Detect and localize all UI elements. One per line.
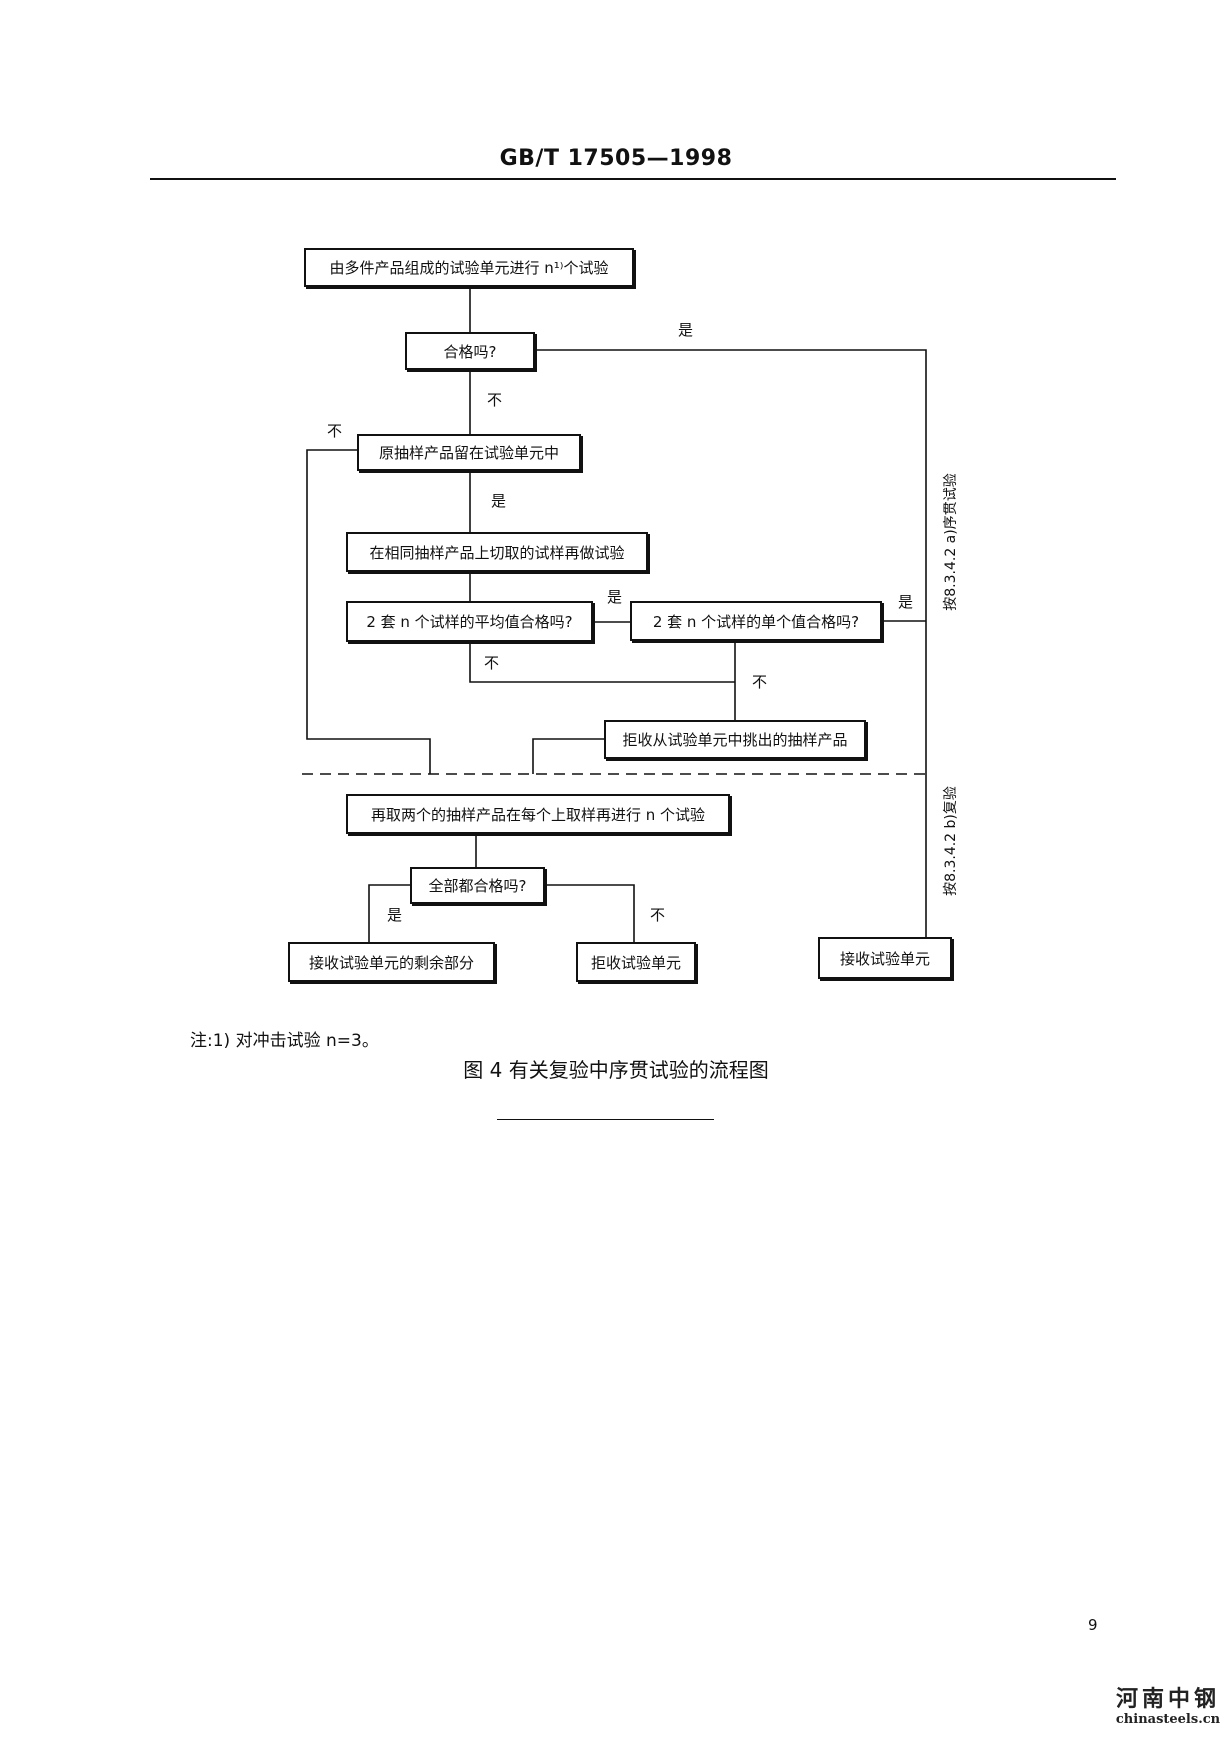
label-yes-average: 是 bbox=[607, 588, 623, 606]
footnote: 注:1) 对冲击试验 n=3。 bbox=[190, 1031, 379, 1051]
box-reject-sample: 拒收从试验单元中挑出的抽样产品 bbox=[604, 720, 866, 759]
connector-reject-retake bbox=[532, 738, 604, 774]
label-no-loop: 不 bbox=[327, 422, 343, 440]
box-retest: 在相同抽样产品上切取的试样再做试验 bbox=[346, 532, 648, 572]
box-single-question: 2 套 n 个试样的单个值合格吗? bbox=[630, 601, 882, 641]
connector-allpass-yes bbox=[368, 884, 410, 942]
standard-number: GB/T 17505—1998 bbox=[499, 146, 733, 171]
connector-allpass-no bbox=[545, 884, 635, 942]
figure-caption: 图 4 有关复验中序贯试验的流程图 bbox=[463, 1058, 769, 1082]
label-yes-single: 是 bbox=[898, 593, 914, 611]
connector-pass-yes bbox=[535, 349, 927, 937]
box-all-pass-question: 全部都合格吗? bbox=[410, 867, 545, 904]
watermark-url: chinasteels.cn bbox=[1115, 1712, 1221, 1727]
box-average-question: 2 套 n 个试样的平均值合格吗? bbox=[346, 601, 593, 642]
caption-rule bbox=[497, 1119, 714, 1120]
box-retake: 再取两个的抽样产品在每个上取样再进行 n 个试验 bbox=[346, 794, 730, 834]
box-accept-remainder: 接收试验单元的剩余部分 bbox=[288, 942, 495, 982]
box-reject-unit: 拒收试验单元 bbox=[576, 942, 696, 982]
label-no-average: 不 bbox=[484, 654, 500, 672]
box-pass-question: 合格吗? bbox=[405, 332, 535, 370]
connector-loop-keep bbox=[306, 449, 431, 774]
box-accept-unit: 接收试验单元 bbox=[818, 937, 952, 979]
connector-avg-no bbox=[469, 642, 735, 683]
box-keep-sample: 原抽样产品留在试验单元中 bbox=[357, 434, 581, 471]
header-rule bbox=[150, 178, 1116, 180]
box-start: 由多件产品组成的试验单元进行 n¹⁾个试验 bbox=[304, 248, 634, 287]
label-no-all: 不 bbox=[650, 906, 666, 924]
page-number: 9 bbox=[1088, 1616, 1098, 1634]
watermark-logo-text: 河南中钢 bbox=[1115, 1686, 1220, 1712]
side-label-retest: 按8.3.4.2 b)复验 bbox=[943, 786, 959, 896]
label-yes-pass: 是 bbox=[678, 321, 694, 339]
label-yes-keep: 是 bbox=[491, 492, 507, 510]
watermark-logo: 河南中钢 chinasteels.cn bbox=[1106, 1686, 1230, 1728]
side-label-sequential: 按8.3.4.2 a)序贯试验 bbox=[943, 473, 959, 611]
label-no-single: 不 bbox=[752, 673, 768, 691]
label-no-pass: 不 bbox=[487, 391, 503, 409]
label-yes-all: 是 bbox=[387, 906, 403, 924]
